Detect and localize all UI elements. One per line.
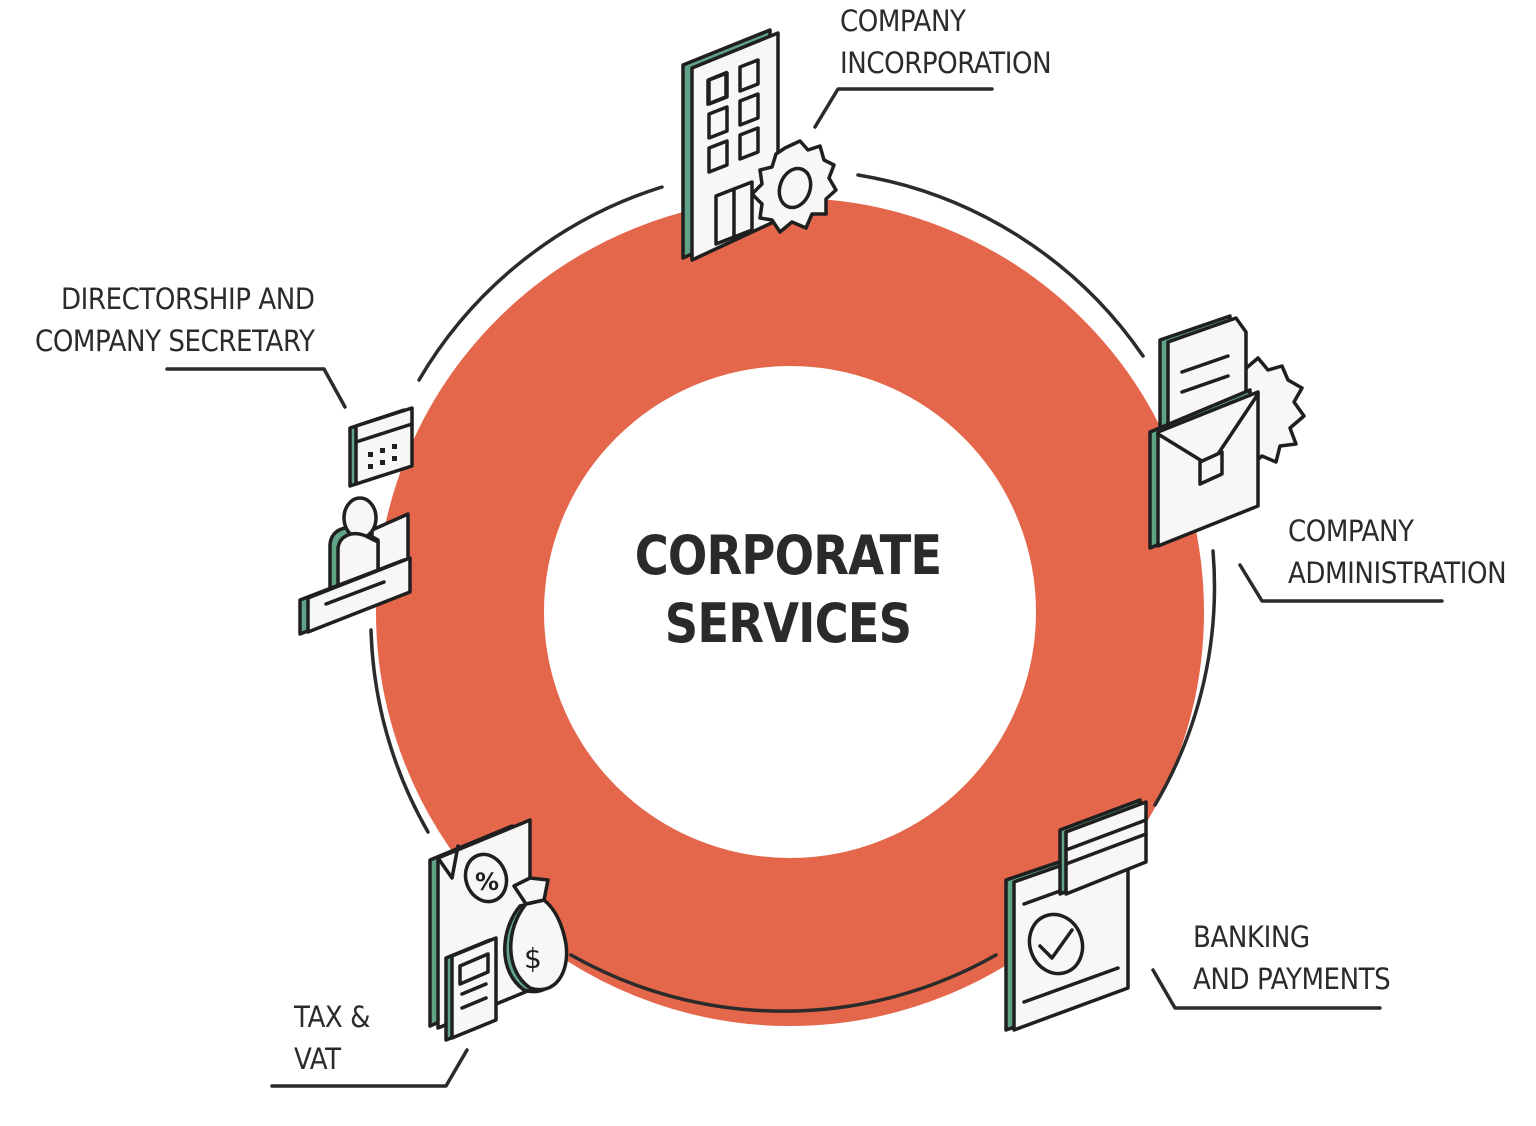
outer-arc-segments [369, 173, 1217, 1013]
building-windows [707, 58, 760, 246]
label-line: INCORPORATION [840, 46, 1052, 80]
leader-banking [1151, 968, 1382, 1010]
label-line: COMPANY [1288, 514, 1414, 548]
label-company-administration: COMPANY ADMINISTRATION [1288, 510, 1507, 594]
leader-administration [1238, 563, 1444, 603]
label-line: VAT [294, 1042, 341, 1076]
leader-incorporation [813, 87, 994, 129]
label-line: BANKING [1193, 920, 1310, 954]
briefcase-documents-gear-icon [1148, 314, 1306, 550]
person-desk-calendar-icon [298, 406, 414, 636]
label-line: TAX & [294, 1000, 371, 1034]
leader-directorship [165, 367, 347, 409]
ring [376, 198, 1204, 1026]
label-company-incorporation: COMPANY INCORPORATION [840, 0, 1052, 84]
center-title: CORPORATE SERVICES [616, 522, 960, 658]
smartphone-card-icon [1004, 798, 1148, 1032]
label-line: ADMINISTRATION [1288, 556, 1507, 590]
center-title-line2: SERVICES [664, 592, 912, 655]
label-line: COMPANY [840, 4, 966, 38]
label-directorship-secretary: DIRECTORSHIP AND COMPANY SECRETARY [34, 278, 315, 362]
svg-text:$: $ [524, 942, 542, 975]
tax-document-money-bag-icon: % $ [428, 818, 569, 1042]
center-title-line1: CORPORATE [634, 524, 942, 587]
leader-tax [270, 1048, 469, 1088]
label-banking-payments: BANKING AND PAYMENTS [1193, 916, 1391, 1000]
label-tax-vat: TAX & VAT [294, 996, 370, 1080]
svg-text:%: % [475, 868, 499, 896]
leader-lines [165, 87, 1444, 1088]
label-line: DIRECTORSHIP AND [60, 282, 315, 316]
office-building-gear-icon [681, 28, 838, 262]
label-line: AND PAYMENTS [1193, 962, 1391, 996]
label-line: COMPANY SECRETARY [34, 324, 315, 358]
